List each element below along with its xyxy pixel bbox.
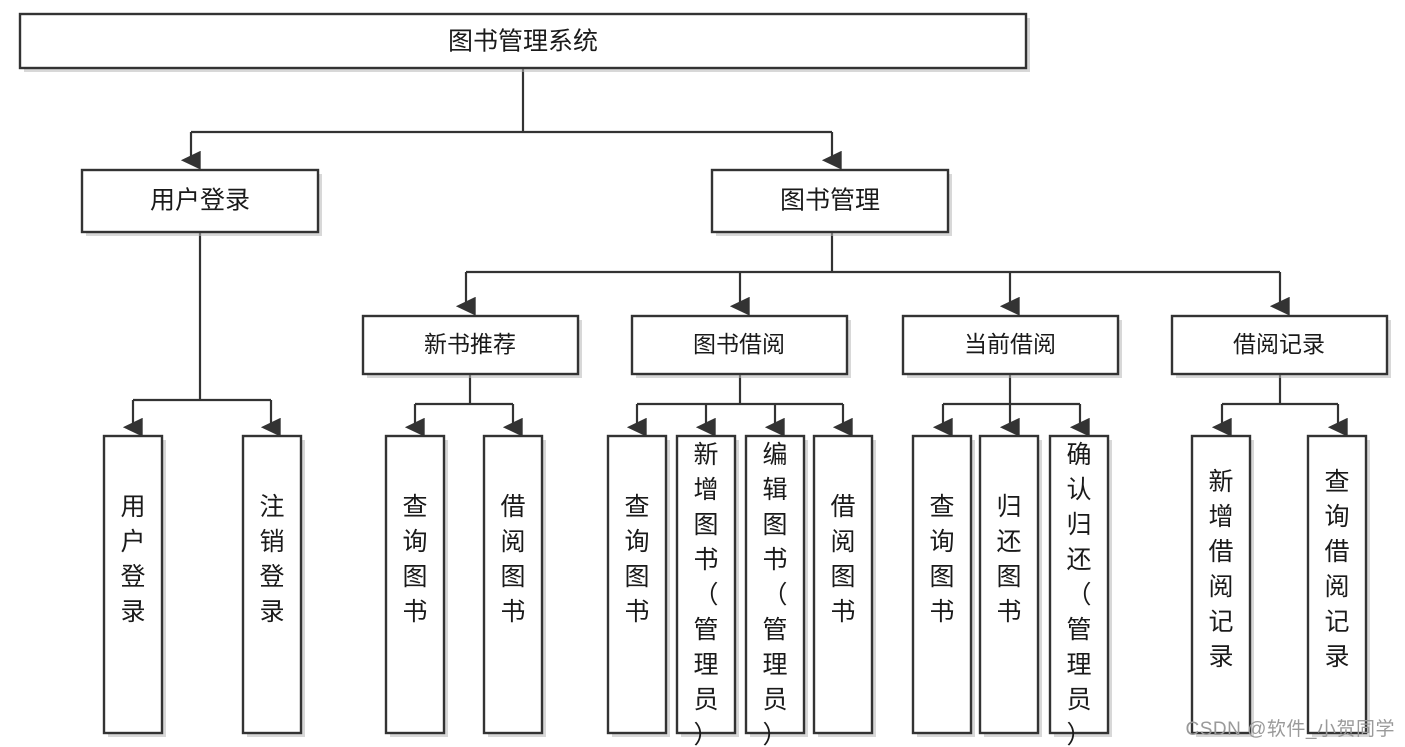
edges-booksmanage-to-level3 (455, 232, 1290, 316)
leaf-book-borrow-1[interactable]: 新增图书（管理员） (675, 434, 739, 747)
leaf-current-borrow-2[interactable]: 确认归还（管理员） (1048, 434, 1112, 747)
leaf-user-login-0-label: 用户登录 (120, 493, 145, 626)
edges-borrow-record-to-leaves (1211, 375, 1348, 437)
leaf-current-borrow-2-label: 确认归还（管理员） (1066, 441, 1091, 747)
leaf-user-login-1[interactable]: 注销登录 (241, 434, 305, 737)
leaf-new-book-0-label: 查询图书 (402, 493, 427, 626)
leaf-book-borrow-0-label: 查询图书 (624, 493, 649, 626)
leaf-book-borrow-2-label: 编辑图书（管理员） (762, 441, 787, 747)
leaf-current-borrow-0[interactable]: 查询图书 (911, 434, 975, 737)
leaf-borrow-record-1-label: 查询借阅记录 (1324, 468, 1349, 671)
node-root[interactable]: 图书管理系统 (18, 12, 1030, 72)
leaf-new-book-0[interactable]: 查询图书 (384, 434, 448, 737)
node-new-book-recommend-label: 新书推荐 (424, 331, 516, 357)
leaf-book-borrow-2[interactable]: 编辑图书（管理员） (744, 434, 808, 747)
leaf-borrow-record-0-label: 新增借阅记录 (1208, 468, 1233, 671)
edges-user-login-to-leaves (122, 232, 281, 437)
leaf-new-book-1[interactable]: 借阅图书 (482, 434, 546, 737)
leaf-borrow-record-0[interactable]: 新增借阅记录 (1190, 434, 1254, 737)
leaf-current-borrow-0-label: 查询图书 (929, 493, 954, 626)
node-user-login[interactable]: 用户登录 (80, 168, 322, 236)
node-borrow-record[interactable]: 借阅记录 (1170, 314, 1391, 378)
leaf-book-borrow-3-label: 借阅图书 (830, 493, 855, 626)
node-book-manage[interactable]: 图书管理 (710, 168, 952, 236)
leaf-book-borrow-1-label: 新增图书（管理员） (693, 441, 718, 747)
node-current-borrow[interactable]: 当前借阅 (901, 314, 1122, 378)
edges-current-borrow-to-leaves (932, 375, 1090, 437)
node-user-login-label: 用户登录 (150, 187, 250, 215)
node-book-borrow-label: 图书借阅 (693, 331, 785, 357)
node-current-borrow-label: 当前借阅 (964, 331, 1056, 357)
leaf-current-borrow-1-label: 归还图书 (996, 493, 1021, 626)
edges-root-to-level2 (180, 68, 842, 170)
leaf-borrow-record-1[interactable]: 查询借阅记录 (1306, 434, 1370, 737)
leaf-new-book-1-label: 借阅图书 (500, 493, 525, 626)
node-root-label: 图书管理系统 (448, 28, 598, 56)
leaf-book-borrow-0[interactable]: 查询图书 (606, 434, 670, 737)
node-new-book-recommend[interactable]: 新书推荐 (361, 314, 582, 378)
leaf-user-login-1-label: 注销登录 (259, 493, 284, 626)
leaf-user-login-0[interactable]: 用户登录 (102, 434, 166, 737)
leaf-current-borrow-1[interactable]: 归还图书 (978, 434, 1042, 737)
node-borrow-record-label: 借阅记录 (1233, 331, 1325, 357)
node-book-manage-label: 图书管理 (780, 187, 880, 215)
node-book-borrow[interactable]: 图书借阅 (630, 314, 851, 378)
edges-new-book-to-leaves (404, 375, 523, 437)
edges-book-borrow-to-leaves (626, 375, 853, 437)
leaf-book-borrow-3[interactable]: 借阅图书 (812, 434, 876, 737)
